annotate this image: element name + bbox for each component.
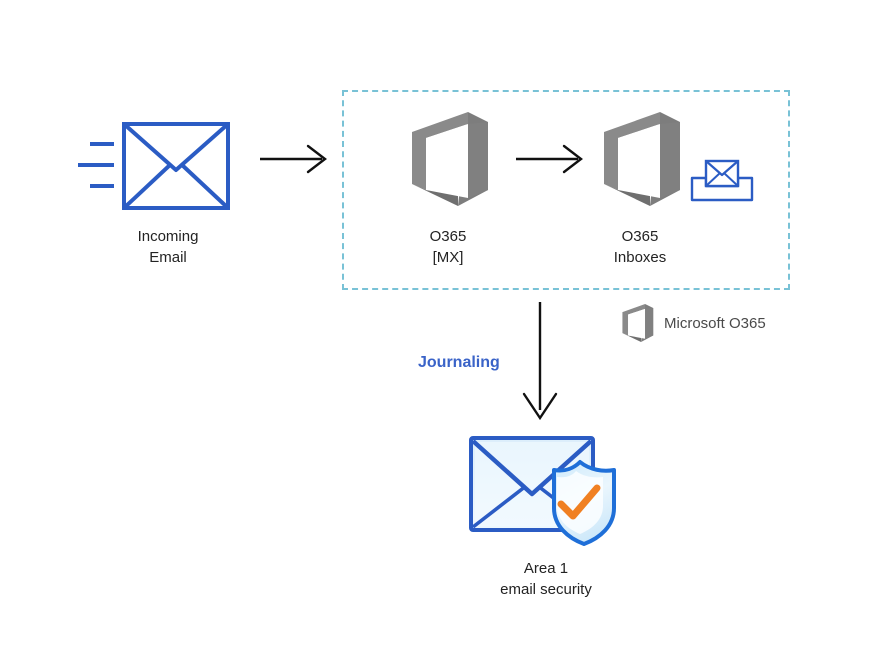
office-365-logo-icon [604, 112, 680, 206]
mx-to-inboxes-arrow [514, 142, 586, 176]
journaling-edge-label: Journaling [418, 354, 500, 371]
inbox-tray-envelope-icon [690, 159, 754, 202]
legend-microsoft-o365: Microsoft O365 [620, 303, 766, 343]
envelope-crease-right [179, 162, 230, 210]
inboxes-to-area1-arrow [518, 300, 562, 422]
o365-mx-caption: O365 [MX] [429, 228, 467, 266]
envelope-with-motion-lines-icon [78, 122, 230, 210]
legend-label: Microsoft O365 [664, 314, 766, 332]
area1-caption: Area 1 email security [500, 560, 592, 598]
check-icon [557, 484, 601, 520]
office-365-logo-icon [622, 303, 654, 343]
o365-inboxes-node [598, 110, 682, 208]
envelope-flap [122, 122, 230, 172]
envelope-shield-check-icon [469, 436, 616, 546]
o365-inboxes-caption: O365 Inboxes [613, 228, 667, 266]
o365-mx-node [406, 110, 490, 208]
incoming-to-o365-arrow [258, 142, 330, 176]
area1-crease-left [471, 484, 528, 529]
arrow-down-icon [522, 302, 558, 421]
arrow-right-icon [516, 144, 583, 174]
office-365-logo-icon [412, 112, 488, 206]
microsoft-o365-boundary [342, 90, 790, 290]
inbox-tray-node [690, 158, 754, 202]
area1-email-security-node [466, 432, 634, 550]
area1-envelope-flap [471, 439, 593, 497]
envelope-crease-left [122, 162, 173, 210]
tray-envelope-flap [705, 160, 739, 177]
incoming-email-node [74, 118, 234, 214]
arrow-right-icon [260, 144, 327, 174]
incoming-email-caption: Incoming Email [137, 228, 199, 266]
